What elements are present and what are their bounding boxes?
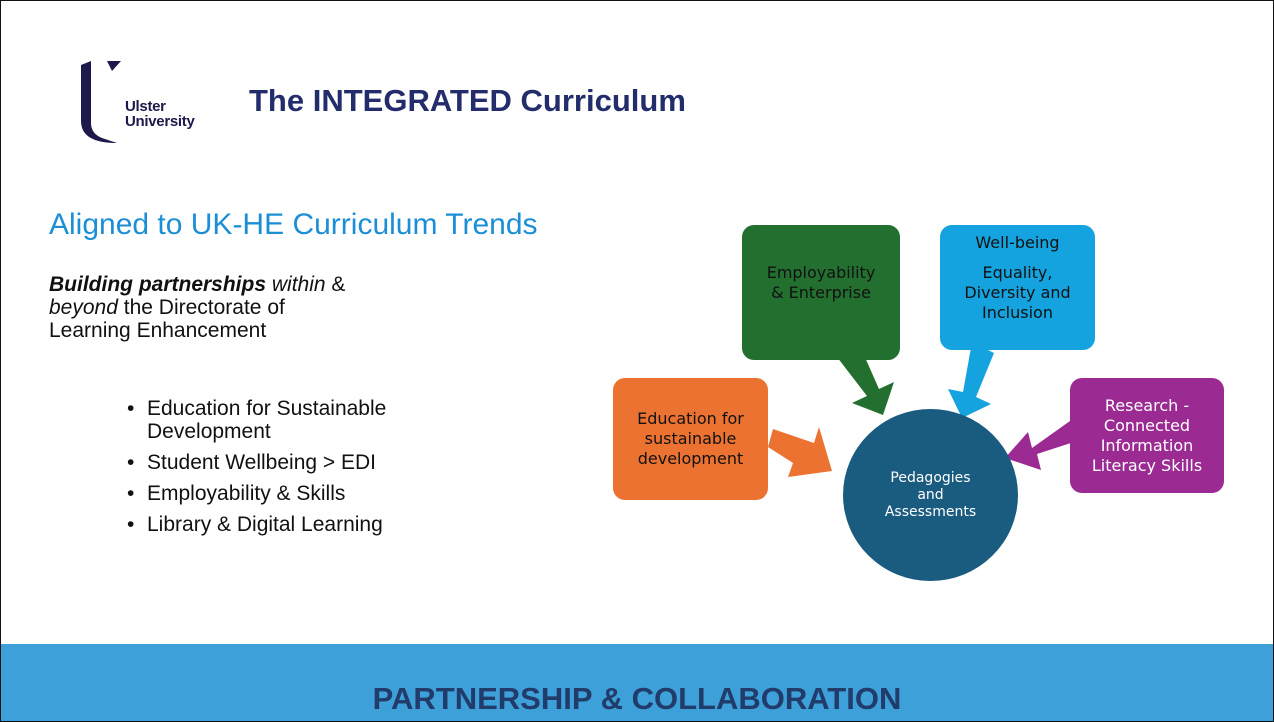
research-label: Research - Connected Information Literac… xyxy=(1091,395,1203,475)
wellbeing-label: Well-being xyxy=(975,233,1060,252)
logo-line-1: Ulster xyxy=(125,98,166,115)
esd-label: Education for sustainable development xyxy=(637,409,744,468)
arrow-research xyxy=(1005,421,1074,470)
center-line-1: Pedagogies xyxy=(890,469,971,486)
employability-box: Employability & Enterprise xyxy=(742,225,900,360)
bullet-item: Library & Digital Learning xyxy=(127,513,477,536)
ulster-university-logo: Ulster University xyxy=(81,61,206,143)
intro-within: within xyxy=(271,273,326,296)
intro-bold: Building partnerships xyxy=(49,273,267,296)
edi-label: Equality, Diversity and Inclusion xyxy=(964,263,1071,322)
center-circle: Pedagogies and Assessments xyxy=(843,409,1018,581)
logo-wordmark: Ulster University xyxy=(125,99,195,129)
research-box: Research - Connected Information Literac… xyxy=(1070,378,1224,493)
wellbeing-box: Well-being Equality, Diversity and Inclu… xyxy=(940,225,1095,350)
bullet-item: Student Wellbeing > EDI xyxy=(127,451,477,474)
intro-text: Building partnerships within & beyond th… xyxy=(49,273,469,342)
arrow-wellbeing xyxy=(948,342,994,418)
bullet-list: Education for Sustainable Development St… xyxy=(127,397,477,544)
employability-label: Employability & Enterprise xyxy=(766,263,876,302)
bullet-item: Education for Sustainable Development xyxy=(127,397,477,443)
center-line-3: Assessments xyxy=(884,503,977,520)
intro-rest-2: Learning Enhancement xyxy=(49,319,267,342)
logo-mark-icon xyxy=(81,61,121,143)
bullet-item: Employability & Skills xyxy=(127,482,477,505)
section-subtitle: Aligned to UK-HE Curriculum Trends xyxy=(49,208,538,241)
intro-amp: & xyxy=(331,273,346,296)
arrow-esd xyxy=(768,427,832,477)
footer-text: PARTNERSHIP & COLLABORATION xyxy=(372,681,902,716)
esd-box: Education for sustainable development xyxy=(613,378,768,500)
page-title: The INTEGRATED Curriculum xyxy=(249,83,686,118)
arrow-employability xyxy=(837,346,894,415)
intro-rest-1: the Directorate of xyxy=(123,296,285,319)
footer-banner: PARTNERSHIP & COLLABORATION xyxy=(1,644,1273,721)
logo-line-2: University xyxy=(125,113,195,130)
intro-beyond: beyond xyxy=(49,296,118,319)
center-line-2: and xyxy=(917,486,944,503)
